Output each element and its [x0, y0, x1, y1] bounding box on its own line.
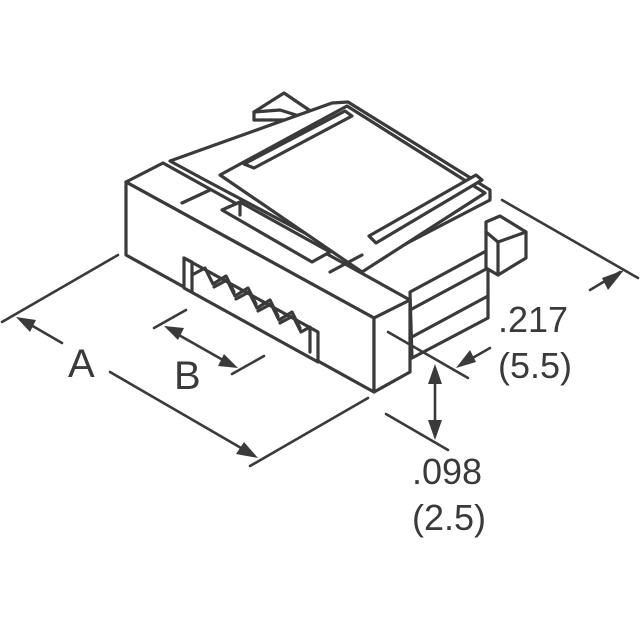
body-top-plate [168, 100, 492, 274]
width-mm-label: (5.5) [498, 345, 573, 386]
height-inch-label: .098 [412, 451, 483, 492]
contact-window [182, 256, 320, 364]
contact-teeth [190, 266, 312, 354]
width-inch-label: .217 [498, 299, 569, 340]
height-mm-label: (2.5) [412, 497, 487, 538]
dimension-b [152, 308, 266, 376]
body-right-side [408, 214, 528, 360]
dimension-width [386, 198, 640, 380]
dimension-height [384, 364, 450, 452]
dim-a-label: A [68, 342, 95, 386]
dimension-a [0, 253, 370, 468]
dim-b-label: B [174, 354, 201, 398]
